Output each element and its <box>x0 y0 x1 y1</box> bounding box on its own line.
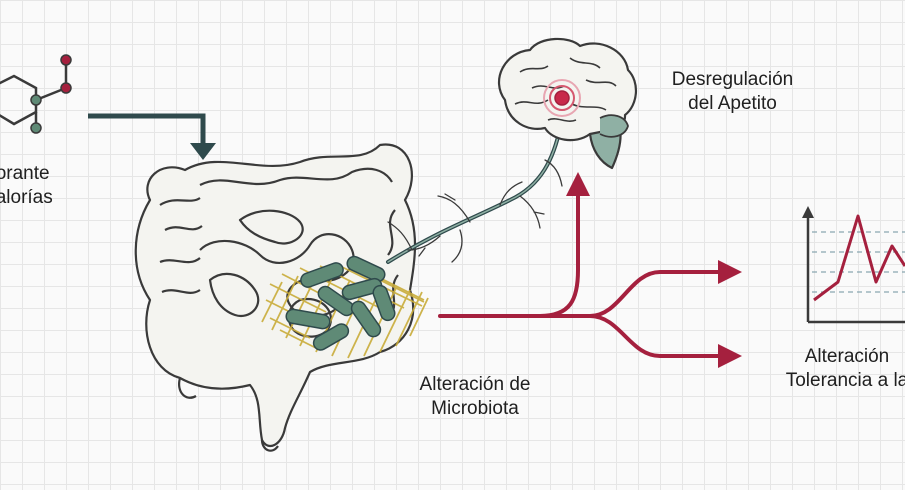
line-graph-icon <box>802 206 905 324</box>
brain-arrowhead <box>566 172 590 196</box>
sweetener-arrowhead <box>190 143 216 160</box>
graph-arrowhead <box>718 260 742 284</box>
sweetener-label-line2: Calorías <box>0 187 53 208</box>
sweetener-to-gut-arrow <box>88 113 206 148</box>
microbiota-label-line1: Alteración de <box>419 374 531 395</box>
intestine-icon <box>134 143 417 452</box>
tolerance-label: Alteración Tolerancia a la <box>762 345 905 393</box>
appetite-label-line2: del Apetito <box>688 93 777 114</box>
appetite-label-line1: Desregulación <box>671 69 794 90</box>
effect-pathway <box>438 188 722 358</box>
tolerance-arrowhead <box>718 344 742 368</box>
bacteria-icon <box>285 255 396 351</box>
molecule-icon <box>0 54 72 134</box>
tolerance-label-line1: Alteración <box>804 346 890 367</box>
microbiota-label-line2: Microbiota <box>431 398 519 419</box>
sweetener-label: lcorante Calorías <box>0 162 53 210</box>
appetite-label: Desregulación del Apetito <box>650 68 815 116</box>
microbiota-label: Alteración de Microbiota <box>400 373 550 421</box>
vagus-nerve <box>386 116 564 264</box>
tolerance-label-line2: Tolerancia a la <box>785 370 905 391</box>
sweetener-label-line1: lcorante <box>0 163 50 184</box>
brain-icon <box>497 37 637 170</box>
